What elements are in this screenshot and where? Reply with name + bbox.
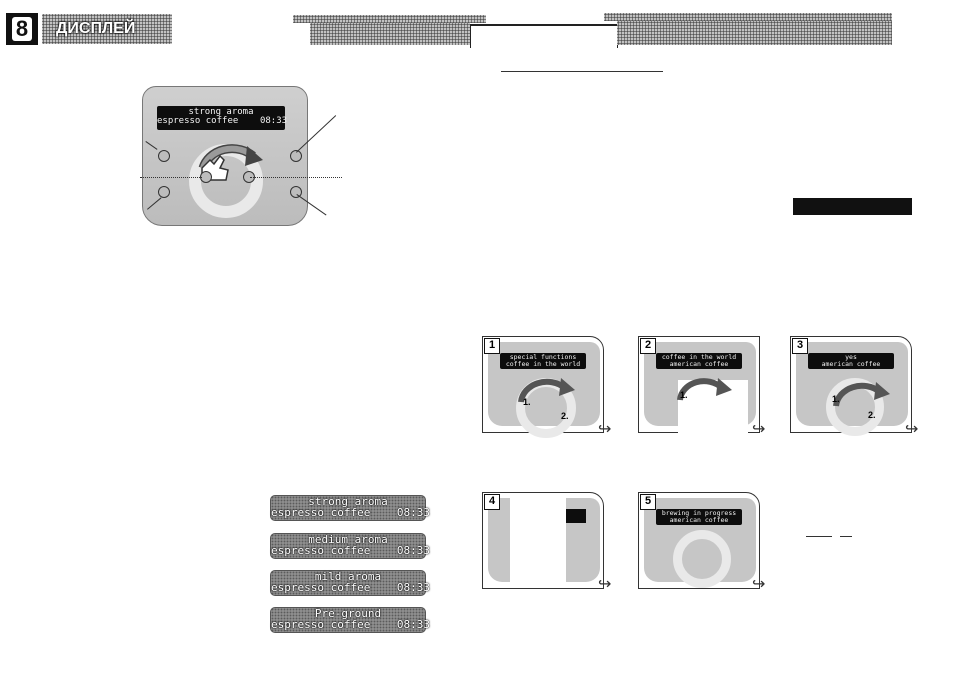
step-3-knob bbox=[826, 378, 884, 436]
step-3-callout-2: 2. bbox=[868, 410, 876, 420]
step-5-display-line1: brewing in progress bbox=[661, 509, 737, 517]
section-title: ДИСПЛЕЙ bbox=[56, 20, 136, 37]
aroma-option-line1: mild aroma bbox=[314, 570, 382, 583]
aroma-option-line2: espresso coffee 08:33 bbox=[271, 544, 430, 557]
step-2-display-line1: coffee in the world bbox=[661, 353, 737, 361]
black-label-bar bbox=[793, 198, 912, 215]
step-1-number: 1 bbox=[484, 338, 500, 354]
step-1-callout-1: 1. bbox=[523, 397, 531, 407]
step-2-callout-1: 1. bbox=[680, 390, 688, 400]
aroma-option-medium: medium aroma espresso coffee 08:33 bbox=[270, 533, 430, 559]
aroma-option-line2: espresso coffee 08:33 bbox=[271, 581, 430, 594]
header-band-right bbox=[604, 13, 892, 21]
rotate-arrow-icon bbox=[195, 136, 265, 180]
step-4-display-fragment bbox=[566, 509, 586, 523]
step-2-white-mask bbox=[678, 380, 748, 440]
main-display-line1: strong aroma bbox=[188, 107, 254, 117]
heading-underline bbox=[501, 71, 663, 72]
header-band-right-lower bbox=[617, 21, 892, 45]
page-number-badge: 8 bbox=[6, 13, 38, 45]
right-upper-button[interactable] bbox=[290, 150, 302, 162]
leader-dotted-right bbox=[250, 177, 342, 178]
step-2-display-line2: american coffee bbox=[669, 359, 729, 368]
step-5-display-line2: american coffee bbox=[669, 515, 729, 524]
next-page-arrow-icon: ↪ bbox=[598, 574, 612, 593]
right-lower-button[interactable] bbox=[290, 186, 302, 198]
main-display: strong aroma espresso coffee 08:33 bbox=[157, 106, 288, 130]
step-3-rotate-arrow-icon bbox=[830, 376, 892, 414]
step-1-rotate-arrow-icon bbox=[515, 372, 577, 410]
aroma-option-line1: Pre-ground bbox=[314, 607, 382, 620]
aroma-option-strong: strong aroma espresso coffee 08:33 bbox=[270, 495, 430, 521]
aroma-option-line1: medium aroma bbox=[308, 533, 388, 546]
next-page-arrow-icon: ↪ bbox=[752, 419, 766, 438]
aroma-option-line2: espresso coffee 08:33 bbox=[271, 618, 430, 631]
header-band-center bbox=[310, 23, 470, 45]
aroma-option-line1: strong aroma bbox=[308, 495, 388, 508]
step-3-display: yes american coffee bbox=[808, 353, 894, 369]
step-4-number: 4 bbox=[484, 494, 500, 510]
step-2-display: coffee in the world american coffee bbox=[656, 353, 742, 369]
step-3-display-line1: yes bbox=[845, 353, 857, 361]
rule-mark-long bbox=[806, 536, 832, 537]
header-band-left bbox=[293, 15, 486, 23]
left-lower-button[interactable] bbox=[158, 186, 170, 198]
rule-mark-short bbox=[840, 536, 852, 537]
aroma-option-pre-ground: Pre-ground espresso coffee 08:33 bbox=[270, 607, 430, 633]
main-display-line2: espresso coffee 08:33 bbox=[157, 116, 288, 127]
step-3-number: 3 bbox=[792, 338, 808, 354]
section-title-bar: ДИСПЛЕЙ bbox=[42, 14, 172, 44]
leader-dotted-left bbox=[140, 177, 202, 178]
next-page-arrow-icon: ↪ bbox=[598, 419, 612, 438]
step-5-knob bbox=[673, 530, 731, 588]
step-1-display-line2: coffee in the world bbox=[505, 359, 581, 368]
step-2-number: 2 bbox=[640, 338, 656, 354]
step-4-white-mask bbox=[510, 493, 566, 586]
aroma-option-line2: espresso coffee 08:33 bbox=[271, 506, 430, 519]
step-5-display: brewing in progress american coffee bbox=[656, 509, 742, 525]
step-5-number: 5 bbox=[640, 494, 656, 510]
step-1-display-line1: special functions bbox=[509, 353, 577, 361]
step-1-callout-2: 2. bbox=[561, 411, 569, 421]
aroma-option-mild: mild aroma espresso coffee 08:33 bbox=[270, 570, 430, 596]
left-upper-button[interactable] bbox=[158, 150, 170, 162]
next-page-arrow-icon: ↪ bbox=[905, 419, 919, 438]
step-2-rotate-arrow-icon bbox=[674, 374, 734, 408]
header-tab-outline bbox=[470, 24, 618, 48]
step-3-display-line2: american coffee bbox=[821, 359, 881, 368]
page-number: 8 bbox=[12, 16, 32, 41]
next-page-arrow-icon: ↪ bbox=[752, 574, 766, 593]
step-3-callout-1: 1. bbox=[832, 394, 840, 404]
step-1-display: special functions coffee in the world bbox=[500, 353, 586, 369]
